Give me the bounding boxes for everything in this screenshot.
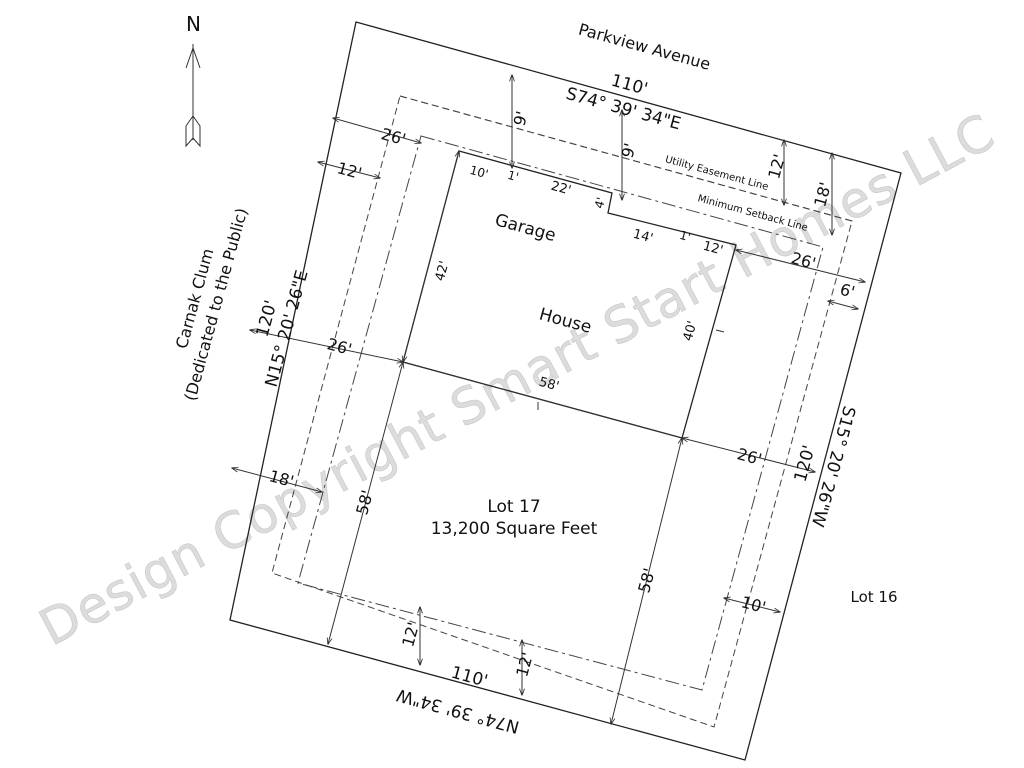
garage-label: Garage [493, 210, 558, 246]
north-street-label: Parkview Avenue [576, 20, 712, 74]
dim-right-26-mid: 26' [735, 444, 764, 469]
dim-house-42: 42' [433, 259, 453, 282]
lot-area: 13,200 Square Feet [431, 519, 598, 539]
watermark: Design Copyright Smart Start Homes LLC [30, 102, 1004, 658]
dim-garage-22: 22' [549, 179, 572, 199]
north-label: N [186, 12, 201, 36]
dim-garage-1a: 1' [506, 168, 520, 184]
south-bearing: N74° 39' 34"W [394, 684, 521, 737]
dim-right-6: 6' [838, 280, 857, 302]
dim-bottom-12a: 12' [398, 620, 423, 649]
dim-garage-4: 4' [592, 196, 608, 210]
dimension-lines [232, 75, 865, 724]
setback-line [271, 95, 853, 728]
north-length: 110' [609, 71, 650, 100]
dim-left-12: 12' [335, 158, 364, 183]
dim-garage-12: 12' [701, 239, 724, 259]
dim-garage-10: 10' [468, 163, 490, 181]
lot-boundary [229, 21, 902, 761]
watermark-text: Design Copyright Smart Start Homes LLC [30, 103, 1004, 658]
dim-garage-14: 14' [631, 227, 654, 247]
dim-top-9a: 9' [510, 109, 532, 128]
dim-top-9b: 9' [618, 141, 640, 160]
dim-top-12: 12' [764, 152, 789, 181]
dim-garage-1b: 1' [678, 228, 692, 244]
lot-name: Lot 17 [487, 497, 540, 517]
dim-bottom-58: 58' [634, 566, 659, 595]
north-arrow-icon: N [185, 12, 201, 148]
neighbor-lot-label: Lot 16 [850, 588, 897, 606]
dim-left-26-top: 26' [379, 124, 408, 149]
dim-house-40: 40' [681, 319, 701, 342]
dim-house-58: 58' [537, 375, 560, 395]
south-length: 110' [449, 663, 490, 692]
east-length: 120' [791, 443, 820, 484]
dim-bottom-12b: 12' [512, 650, 537, 679]
dimension-labels: 26' 12' 26' 18' 9' 9' 12' 18' 26' 6' 26'… [267, 109, 857, 679]
dim-right-10: 10' [739, 592, 768, 617]
dim-left-26-mid: 26' [325, 334, 354, 359]
minimum-setback-line [297, 135, 824, 691]
